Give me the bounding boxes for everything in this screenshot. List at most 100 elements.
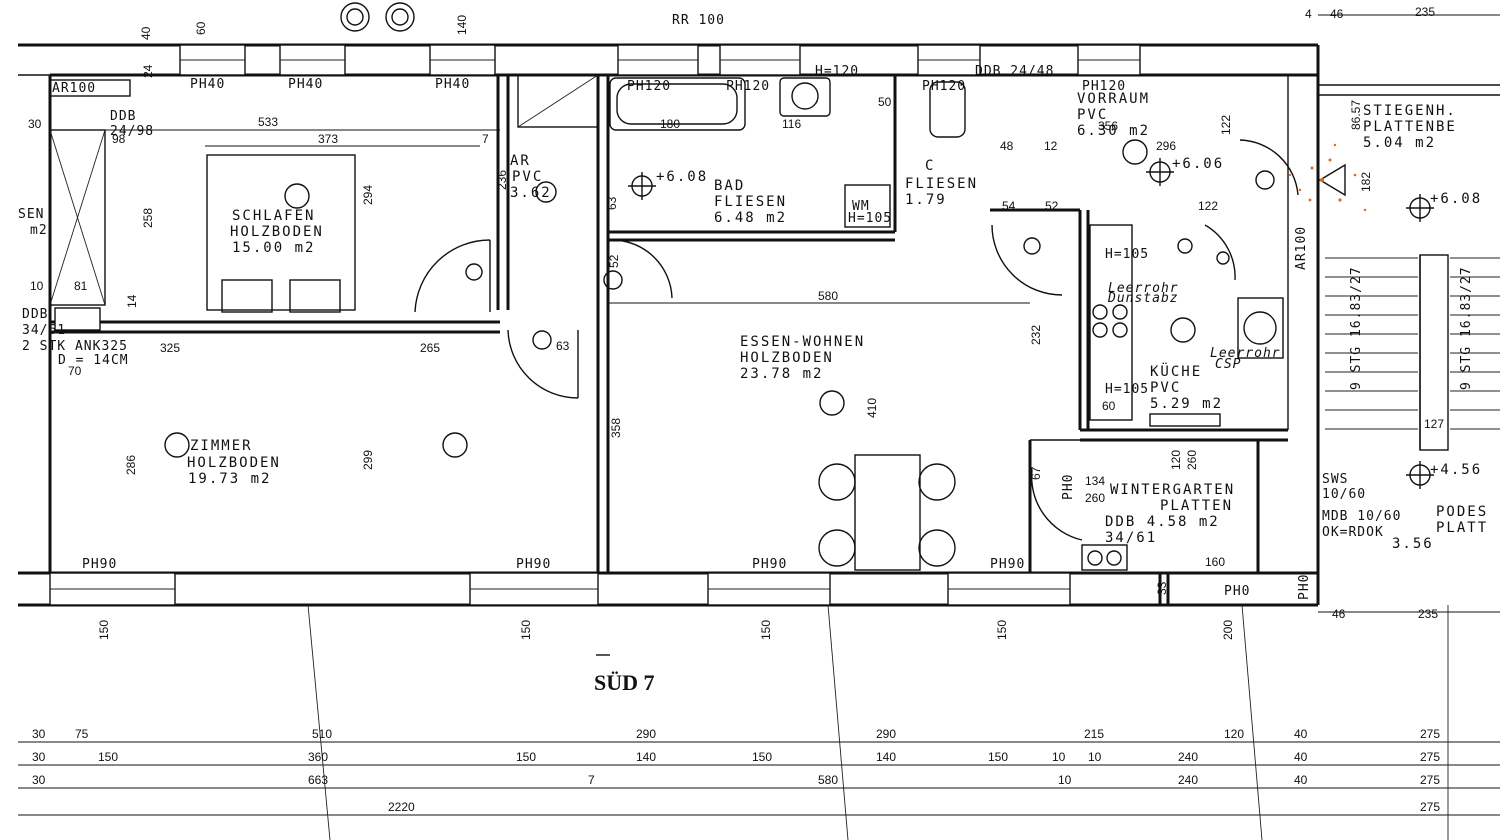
washbasin	[779, 77, 831, 117]
svg-text:48: 48	[1000, 139, 1014, 153]
doors	[414, 139, 1299, 541]
svg-text:60: 60	[1102, 399, 1116, 413]
room-label-bad: BAD FLIESEN 6.48 m2	[714, 178, 785, 226]
dimension-value: 240	[1178, 750, 1198, 764]
dimension-value: 150	[516, 750, 536, 764]
svg-text:325: 325	[160, 341, 180, 355]
dimension-value: 240	[1178, 773, 1198, 787]
dimension-value: 290	[636, 727, 656, 741]
svg-text:Leerrohr: Leerrohr	[1108, 281, 1179, 296]
svg-text:DDB 4.58 m2: DDB 4.58 m2	[1105, 514, 1220, 530]
dining-table	[854, 454, 921, 571]
svg-text:SEN: SEN	[18, 207, 44, 222]
svg-text:150: 150	[759, 620, 773, 640]
dimension-value: 40	[1294, 750, 1308, 764]
svg-text:DDB: DDB	[110, 109, 136, 124]
svg-text:3.62: 3.62	[510, 185, 552, 201]
svg-text:30: 30	[28, 117, 42, 131]
svg-text:PH90: PH90	[752, 557, 787, 572]
svg-text:KÜCHE: KÜCHE	[1150, 362, 1202, 380]
svg-text:356: 356	[1098, 119, 1118, 133]
elevation-marker	[1146, 158, 1174, 186]
svg-text:PH40: PH40	[288, 77, 323, 92]
elevation-labels: +6.08 +6.06 +6.08 +4.56 H=120 H=105 H=10…	[656, 13, 1480, 478]
dimension-value: 30	[32, 750, 46, 764]
svg-text:286: 286	[124, 455, 138, 475]
svg-text:6.30 m2: 6.30 m2	[1077, 123, 1150, 139]
svg-text:SWS: SWS	[1322, 472, 1348, 487]
svg-text:WM: WM	[852, 199, 870, 214]
svg-text:63: 63	[556, 339, 570, 353]
svg-text:34/61: 34/61	[22, 323, 66, 338]
washing-machine	[844, 184, 891, 228]
svg-text:9 STG 16.83/27: 9 STG 16.83/27	[1459, 266, 1474, 390]
svg-text:258: 258	[141, 208, 155, 228]
light-fixtures	[164, 2, 1434, 489]
svg-text:4: 4	[1305, 7, 1312, 21]
svg-text:ESSEN-WOHNEN: ESSEN-WOHNEN	[740, 334, 865, 350]
svg-text:52: 52	[1045, 199, 1059, 213]
svg-text:86.57: 86.57	[1349, 100, 1363, 130]
svg-text:34/61: 34/61	[1105, 530, 1157, 546]
svg-text:200: 200	[1221, 620, 1235, 640]
svg-text:236: 236	[495, 170, 509, 190]
svg-text:Dunstabz: Dunstabz	[1107, 291, 1179, 306]
svg-text:PH90: PH90	[516, 557, 551, 572]
dimension-value: 140	[636, 750, 656, 764]
svg-text:70: 70	[68, 364, 82, 378]
svg-text:PH120: PH120	[627, 79, 671, 94]
svg-text:294: 294	[361, 185, 375, 205]
kitchen-counter	[1089, 224, 1133, 421]
svg-text:SCHLAFEN: SCHLAFEN	[232, 208, 315, 224]
svg-text:AR100: AR100	[52, 81, 96, 96]
room-label-ar: AR PVC 3.62	[510, 153, 552, 201]
svg-text:+6.06: +6.06	[1172, 156, 1224, 172]
svg-text:98: 98	[112, 132, 126, 146]
dimension-value: 150	[98, 750, 118, 764]
svg-text:120: 120	[1169, 450, 1183, 470]
svg-text:134: 134	[1085, 474, 1105, 488]
svg-text:46: 46	[1330, 7, 1344, 21]
svg-text:358: 358	[609, 418, 623, 438]
svg-text:CSP: CSP	[1215, 357, 1241, 372]
svg-text:373: 373	[318, 132, 338, 146]
dimension-value: 75	[75, 727, 89, 741]
left-annotations: AR100 DDB 24/98 DDB 34/61 2 STK ANK325 D…	[18, 79, 153, 368]
plan-title: SÜD 7	[594, 670, 655, 695]
svg-text:BAD: BAD	[714, 178, 745, 194]
dimension-value: 275	[1420, 800, 1440, 814]
elevation-marker	[1406, 194, 1434, 222]
dimension-value: 275	[1420, 773, 1440, 787]
svg-text:160: 160	[1205, 555, 1225, 569]
svg-text:122: 122	[1198, 199, 1218, 213]
dimension-rows	[18, 604, 1500, 840]
svg-text:3.56: 3.56	[1392, 536, 1434, 552]
room-label-wintergarten: WINTERGARTEN PLATTEN DDB 4.58 m2 34/61	[1105, 482, 1235, 546]
svg-text:H=105: H=105	[1105, 382, 1149, 397]
svg-text:Leerrohr: Leerrohr	[1210, 346, 1281, 361]
svg-text:PH0: PH0	[1297, 574, 1312, 600]
room-label-schlafen: SCHLAFEN HOLZBODEN 15.00 m2	[230, 208, 322, 256]
svg-text:H=105: H=105	[1105, 247, 1149, 262]
furniture: WM	[54, 77, 1284, 571]
svg-text:54: 54	[1002, 199, 1016, 213]
dimension-value: 290	[876, 727, 896, 741]
svg-text:23.78 m2: 23.78 m2	[740, 366, 823, 382]
room-label-zimmer: ZIMMER HOLZBODEN 19.73 m2	[187, 438, 279, 487]
dimension-value: 215	[1084, 727, 1104, 741]
svg-text:127: 127	[1424, 417, 1444, 431]
dimension-value: 580	[818, 773, 838, 787]
svg-text:WINTERGARTEN: WINTERGARTEN	[1110, 482, 1235, 498]
dimension-value: 510	[312, 727, 332, 741]
svg-text:PH0: PH0	[1224, 584, 1250, 599]
svg-text:7: 7	[482, 132, 489, 146]
elevation-marker	[1406, 461, 1434, 489]
bathtub	[609, 77, 746, 131]
svg-text:AR: AR	[510, 153, 531, 169]
dimension-value: 275	[1420, 750, 1440, 764]
dimension-value: 30	[32, 773, 46, 787]
ink-stain	[1288, 143, 1367, 212]
svg-text:FLIESEN: FLIESEN	[905, 176, 978, 192]
svg-text:150: 150	[995, 620, 1009, 640]
